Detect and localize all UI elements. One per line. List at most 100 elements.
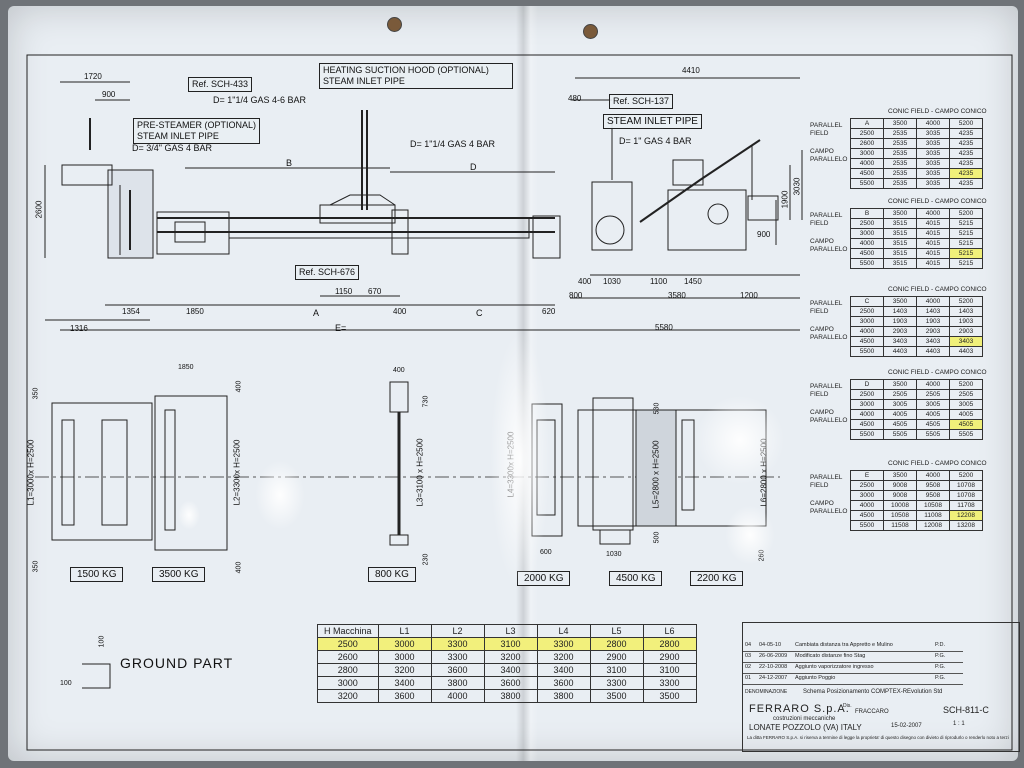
conic-cell: 2535	[883, 148, 917, 159]
pre-steamer-callout: PRE-STEAMER (OPTIONAL) STEAM INLET PIPE	[133, 118, 261, 144]
side-label-parallel: PARALLEL FIELD	[810, 122, 843, 137]
revision-cell: 02	[745, 664, 752, 670]
conic-cell: 1903	[916, 316, 950, 327]
plan-l3: L3=3100 x H=2500	[415, 438, 425, 507]
plan-l5: L5=2800 x H=2500	[651, 440, 661, 509]
steam-inlet-label: STEAM INLET PIPE	[603, 114, 702, 129]
machine-cell: 3500	[642, 689, 697, 703]
revision-cell: 22-10-2008	[759, 664, 788, 670]
conic-cell: 2500	[850, 218, 884, 229]
conic-cell: 4235	[949, 168, 983, 179]
machine-header-cell: L6	[642, 624, 697, 638]
conic-cell: 2535	[883, 158, 917, 169]
conic-cell: 3000	[850, 228, 884, 239]
conic-cell: 3000	[850, 316, 884, 327]
machine-cell: 2600	[317, 650, 379, 664]
plan-l2: L2=3300x H=2500	[232, 439, 242, 506]
machine-cell: 2900	[589, 650, 644, 664]
conic-cell: 5215	[949, 258, 983, 269]
revision-cell: P.G.	[935, 675, 946, 681]
conic-cell: 4500	[850, 336, 884, 347]
conic-head-cell: 4000	[916, 208, 950, 219]
dim-1900: 1900	[780, 190, 790, 209]
machine-cell: 3200	[536, 650, 591, 664]
side-label-parallel: PARALLEL FIELD	[810, 300, 843, 315]
conic-cell: 5505	[883, 429, 917, 440]
conic-head-cell: C	[850, 296, 884, 307]
conic-head-cell: 5200	[949, 118, 983, 129]
conic-cell: 3000	[850, 490, 884, 501]
conic-cell: 2535	[883, 168, 917, 179]
conic-cell: 9008	[883, 490, 917, 501]
conic-cell: 10508	[883, 510, 917, 521]
conic-head-cell: 3500	[883, 208, 917, 219]
conic-cell: 3005	[916, 399, 950, 410]
conic-cell: 4015	[916, 228, 950, 239]
machine-cell: 2800	[317, 663, 379, 677]
dim-1450: 1450	[684, 277, 702, 286]
conic-cell: 3515	[883, 218, 917, 229]
conic-cell: 4005	[883, 409, 917, 420]
conic-table-title: CONIC FIELD - CAMPO CONICO	[888, 369, 987, 376]
machine-header-cell: L1	[377, 624, 432, 638]
plan-dim-400-mid: 400	[393, 367, 405, 374]
machine-cell: 4000	[430, 689, 485, 703]
dim-E: E=	[335, 323, 347, 333]
conic-cell: 3005	[949, 399, 983, 410]
conic-cell: 11508	[883, 520, 917, 531]
conic-cell: 1403	[949, 306, 983, 317]
conic-cell: 2505	[949, 389, 983, 400]
side-label-campo: CAMPO PARALLELO	[810, 326, 848, 341]
ground-dim-100-h: 100	[60, 680, 72, 687]
weight-1500: 1500 KG	[70, 567, 124, 582]
conic-cell: 2903	[949, 326, 983, 337]
conic-cell: 4015	[916, 248, 950, 259]
conic-cell: 4403	[883, 346, 917, 357]
conic-cell: 3515	[883, 228, 917, 239]
plan-dim-350-top: 350	[32, 387, 40, 400]
plan-l4: L4=3300x H=2500	[506, 431, 516, 498]
revision-cell: P.G.	[935, 664, 946, 670]
revision-cell: Cambiata distanza tra Appretto e Mulino	[795, 642, 893, 648]
dim-3030: 3030	[792, 177, 802, 196]
hood-title-line-2: STEAM INLET PIPE	[323, 76, 405, 86]
conic-cell: 3000	[850, 148, 884, 159]
revision-cell: P.G.	[935, 653, 946, 659]
plan-dim-260: 260	[758, 549, 766, 562]
side-label-parallel: PARALLEL FIELD	[810, 474, 843, 489]
conic-cell: 3035	[916, 128, 950, 139]
machine-header-cell: L4	[536, 624, 591, 638]
machine-cell: 3300	[430, 637, 485, 651]
dim-400: 400	[393, 307, 407, 316]
conic-cell: 9008	[883, 480, 917, 491]
dim-4410: 4410	[682, 66, 700, 75]
conic-head-cell: 5200	[949, 470, 983, 481]
plan-dim-500: 500	[653, 531, 661, 544]
conic-cell: 4500	[850, 168, 884, 179]
conic-cell: 4505	[949, 419, 983, 430]
conic-cell: 10008	[883, 500, 917, 511]
plan-dim-230: 230	[422, 553, 430, 566]
conic-cell: 11708	[949, 500, 983, 511]
conic-head-cell: B	[850, 208, 884, 219]
weight-800: 800 KG	[368, 567, 416, 582]
punch-hole	[387, 17, 402, 32]
machine-cell: 3400	[377, 676, 432, 690]
weight-2000: 2000 KG	[517, 571, 571, 586]
machine-cell: 3000	[377, 650, 432, 664]
conic-cell: 2505	[883, 389, 917, 400]
machine-cell: 3300	[642, 676, 697, 690]
side-label-parallel: PARALLEL FIELD	[810, 212, 843, 227]
pipe-main-label: D= 1"1/4 GAS 4-6 BAR	[213, 95, 306, 105]
dim-900-right: 900	[757, 230, 771, 239]
ref-676: Ref. SCH-676	[295, 265, 360, 280]
conic-head-cell: 4000	[916, 379, 950, 390]
conic-cell: 4500	[850, 248, 884, 259]
conic-cell: 4403	[949, 346, 983, 357]
machine-cell: 3600	[536, 676, 591, 690]
conic-cell: 2500	[850, 480, 884, 491]
plan-dim-1850: 1850	[178, 364, 194, 371]
